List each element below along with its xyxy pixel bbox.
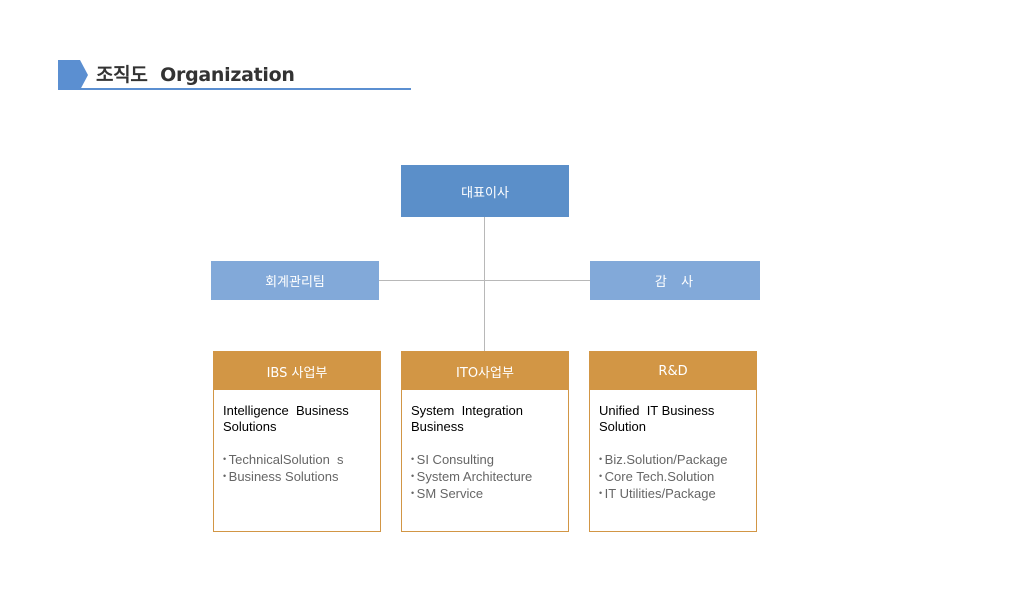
accounting-team-box: 회계관리팀 [211, 261, 379, 300]
list-item: SI Consulting [411, 451, 559, 468]
connector-horizontal [379, 280, 590, 281]
list-item: Core Tech.Solution [599, 468, 747, 485]
audit-box: 감 사 [590, 261, 760, 300]
division-title: ITO사업부 [402, 352, 568, 390]
page-header: 조직도 Organization [58, 58, 411, 90]
ceo-box: 대표이사 [401, 165, 569, 217]
list-item: Business Solutions [223, 468, 371, 485]
division-title: IBS 사업부 [214, 352, 380, 390]
division-item-list: SI Consulting System Architecture SM Ser… [411, 451, 559, 502]
division-item-list: Biz.Solution/Package Core Tech.Solution … [599, 451, 747, 502]
list-item: System Architecture [411, 468, 559, 485]
division-card-rnd: R&D Unified IT Business Solution Biz.Sol… [589, 351, 757, 532]
division-card-ibs: IBS 사업부 Intelligence Business Solutions … [213, 351, 381, 532]
list-item: IT Utilities/Package [599, 485, 747, 502]
page-title: 조직도 Organization [96, 64, 295, 86]
division-description: Unified IT Business Solution [599, 403, 715, 434]
pentagon-arrow-icon [58, 60, 88, 90]
connector-vertical [484, 217, 485, 351]
division-description: Intelligence Business Solutions [223, 403, 349, 434]
list-item: SM Service [411, 485, 559, 502]
division-description: System Integration Business [411, 403, 523, 434]
audit-label: 감 사 [654, 275, 696, 290]
list-item: Biz.Solution/Package [599, 451, 747, 468]
ceo-label: 대표이사 [461, 185, 509, 201]
division-item-list: TechnicalSolution s Business Solutions [223, 451, 371, 485]
header-underline [58, 88, 411, 90]
list-item: TechnicalSolution s [223, 451, 371, 468]
division-card-ito: ITO사업부 System Integration Business SI Co… [401, 351, 569, 532]
accounting-team-label: 회계관리팀 [265, 275, 325, 290]
division-title: R&D [590, 352, 756, 390]
